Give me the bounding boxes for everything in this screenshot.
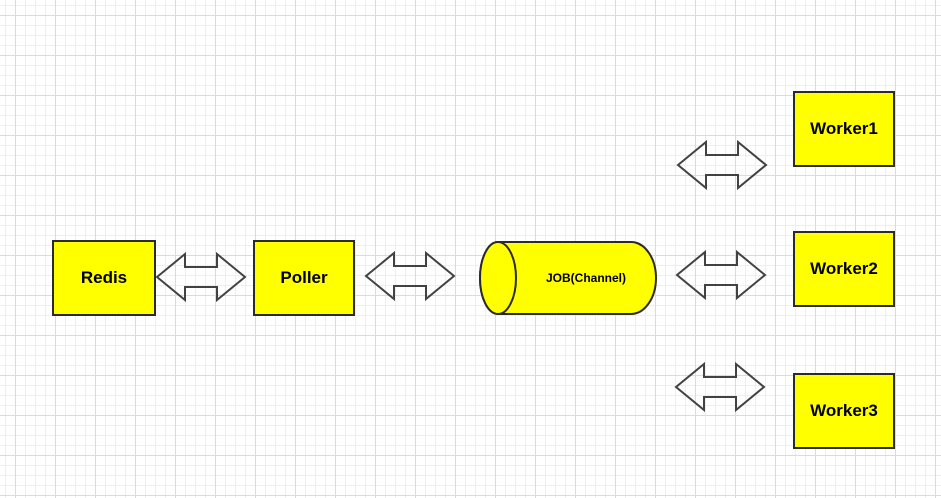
worker1-node-label: Worker1: [810, 119, 878, 138]
worker2-node-label: Worker2: [810, 259, 878, 278]
double-arrow-job-worker1[interactable]: [676, 139, 768, 191]
job-channel-cylinder[interactable]: JOB(Channel): [478, 240, 658, 316]
double-arrow-poller-job[interactable]: [364, 250, 456, 302]
worker3-node-label: Worker3: [810, 401, 878, 420]
worker2-node[interactable]: Worker2: [793, 231, 895, 307]
double-arrow-redis-poller[interactable]: [155, 251, 247, 303]
redis-node[interactable]: Redis: [52, 240, 156, 316]
worker1-node[interactable]: Worker1: [793, 91, 895, 167]
poller-node[interactable]: Poller: [253, 240, 355, 316]
redis-node-label: Redis: [80, 268, 128, 287]
poller-node-label: Poller: [280, 268, 328, 287]
cylinder-shape: [479, 241, 657, 315]
double-arrow-job-worker3[interactable]: [674, 361, 766, 413]
job-channel-label: JOB(Channel): [545, 271, 626, 285]
double-arrow-job-worker2[interactable]: [675, 249, 767, 301]
worker3-node[interactable]: Worker3: [793, 373, 895, 449]
